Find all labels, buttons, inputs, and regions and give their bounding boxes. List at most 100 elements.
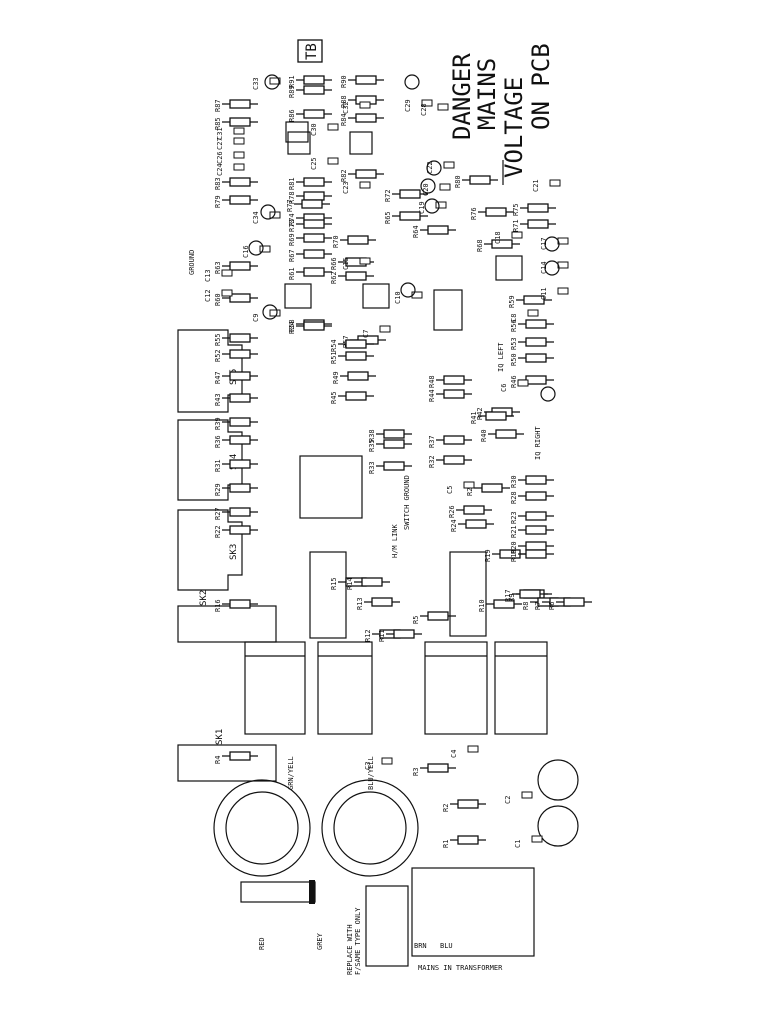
resistor-r43: R43 [214,393,258,406]
part-label: R78 [288,191,296,204]
capacitor-c18: C18 [494,231,523,244]
part-label: R63 [214,261,222,274]
resistor-r11: R11 [378,629,422,642]
resistor-r22: R22 [214,525,258,538]
part-label: R69 [288,233,296,246]
part-label: R88 [340,95,348,108]
part-label: R72 [384,189,392,202]
electrolytic-capacitor [544,260,560,276]
capacitor-c15: C15 [342,257,371,270]
resistor-r2: R2 [442,799,486,812]
corner-mark-label: TB [304,43,320,60]
part-label: R70 [332,235,340,248]
part-label: R74 [288,213,296,226]
part-label: R1 [442,840,450,848]
electrolytic-capacitor [248,240,264,256]
resistor-r65: R65 [384,211,428,224]
corner-mark: TB [297,39,323,63]
part-label: R53 [510,337,518,350]
capacitor-c29: C29 [404,99,433,112]
part-label: R9 [508,594,516,602]
resistor-r51: R51 [330,351,374,364]
part-label: R52 [214,349,222,362]
part-label: C5 [446,486,454,494]
part-label: R39 [214,417,222,430]
part-label: C29 [404,99,412,112]
resistor-r76: R76 [470,207,514,220]
part-label: R50 [510,353,518,366]
warning-line-4: ON PCB [527,43,555,130]
resistor-r87: R87 [214,99,258,112]
part-label: R91 [288,75,296,88]
sk2-label: SK2 [199,590,209,606]
part-label: R86 [288,109,296,122]
part-label: C31 [216,127,224,140]
part-label: R8 [522,602,530,610]
resistor-r21: R21 [510,525,554,538]
red-label: RED [258,937,266,950]
capacitor-c12: C12 [204,289,233,302]
part-label: R22 [214,525,222,538]
resistor-r46: R46 [510,375,554,388]
ground-label: GROUND [188,250,196,275]
mains-in-label: MAINS IN TRANSFORMER [418,964,503,972]
grn-yell-label: GRN/YELL [287,756,295,790]
resistor-r26: R26 [448,505,492,518]
resistor-r6: R6 [548,597,592,610]
part-label: R16 [214,599,222,612]
part-label: C16 [242,245,250,258]
part-label: R75 [512,203,520,216]
capacitor-c26: C26 [216,151,245,164]
part-label: R28 [510,491,518,504]
resistor-r50: R50 [510,353,554,366]
resistor-r31: R31 [214,459,258,472]
resistor-r86: R86 [288,109,332,122]
part-label: C25 [310,157,318,170]
resistor-r33: R33 [368,461,412,474]
part-label: R26 [448,505,456,518]
resistor-r49: R49 [332,371,376,384]
resistor-r90: R90 [340,75,384,88]
part-label: C7 [362,330,370,338]
part-label: R83 [214,177,222,190]
part-label: C28 [420,103,428,116]
capacitor-c33: C33 [252,77,281,90]
part-label: R56 [510,319,518,332]
part-label: R60 [214,293,222,306]
capacitor-c1: C1 [514,835,543,848]
part-label: R84 [340,113,348,126]
part-label: R89 [288,85,296,98]
resistor-r83: R83 [214,177,258,190]
blu-yell-label: BLU/YELL [367,756,375,790]
resistor-r61: R61 [288,267,332,280]
part-label: C20 [422,183,430,196]
resistor-r27: R27 [214,507,258,520]
part-label: R20 [510,541,518,554]
resistor-r3: R3 [412,763,456,776]
capacitor-c4: C4 [450,745,479,758]
danger-warning: DANGER MAINS VOLTAGE ON PCB [448,43,555,185]
resistor-r59: R59 [508,295,552,308]
resistor-r40: R40 [480,429,524,442]
sk3-label: SK3 [229,544,239,560]
capacitor-c5: C5 [446,481,475,494]
part-label: R45 [330,391,338,404]
resistor-r84: R84 [340,113,384,126]
part-label: R24 [450,519,458,532]
part-label: C2 [504,796,512,804]
part-label: R79 [214,195,222,208]
part-label: R90 [340,75,348,88]
resistor-r41: R41 [470,411,514,424]
capacitor-c10: C10 [394,291,423,304]
part-label: R10 [478,599,486,612]
part-label: R77 [286,199,294,212]
capacitor-c27: C27 [216,137,245,150]
part-label: R64 [412,225,420,238]
brn-label: BRN [414,942,427,950]
capacitor-c34: C34 [252,211,281,224]
part-label: R7 [534,602,542,610]
resistor-r28: R28 [510,491,554,504]
resistor-r44: R44 [428,389,472,402]
part-label: R32 [428,455,436,468]
resistor-r24: R24 [450,519,494,532]
